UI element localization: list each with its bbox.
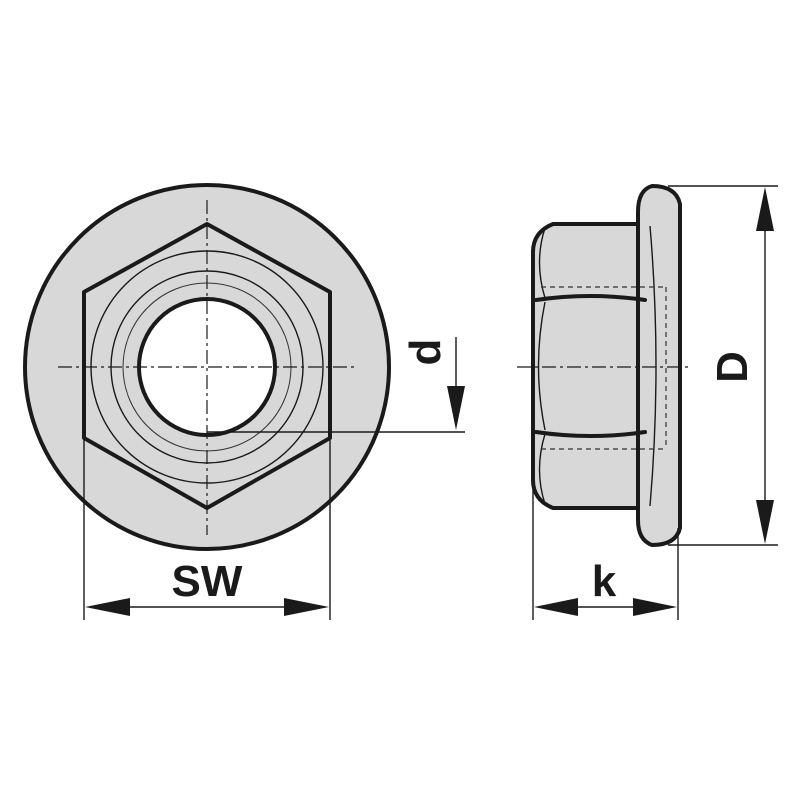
hex-body-side	[531, 222, 652, 510]
front-view: SW d	[23, 183, 465, 620]
D-arrow-bottom	[756, 500, 774, 544]
hex-facet-contour-bottom	[538, 433, 546, 505]
k-arrow-right	[633, 598, 677, 616]
d-arrow	[447, 386, 465, 430]
hex-facet-contour-top	[538, 227, 546, 299]
side-view: D k	[517, 184, 778, 620]
flange-side	[636, 184, 682, 547]
k-arrow-left	[534, 598, 578, 616]
d-label: d	[401, 339, 450, 366]
sw-arrow-right	[284, 598, 329, 616]
hex-facet-contour-mid	[537, 301, 546, 431]
flange-inner-contour	[649, 225, 657, 507]
hex-facet-lower	[534, 430, 647, 438]
sw-arrow-left	[85, 598, 130, 616]
D-arrow-top	[756, 187, 774, 231]
sw-label: SW	[172, 557, 243, 606]
k-label: k	[592, 557, 617, 606]
D-label: D	[708, 351, 757, 383]
hex-facet-upper	[534, 294, 647, 302]
